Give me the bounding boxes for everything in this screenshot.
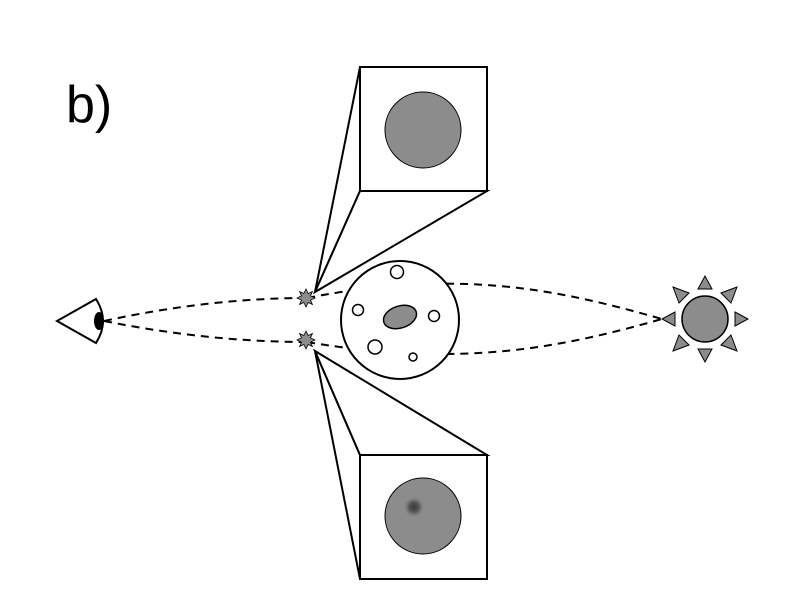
star-burst-icon <box>296 330 316 350</box>
upper-view-box <box>359 66 488 192</box>
inclusion <box>389 264 405 280</box>
inclusion <box>367 339 383 355</box>
upper-ray-to-eye <box>103 297 308 322</box>
lower-view-disk <box>384 477 462 555</box>
upper-view-disk <box>384 91 462 169</box>
inclusion <box>351 303 365 317</box>
particle-sphere <box>340 260 460 380</box>
sun-icon <box>660 274 750 364</box>
eye-icon <box>54 297 104 345</box>
lower-ray-to-eye <box>103 320 308 343</box>
upper-projection <box>312 66 491 295</box>
sphere-core <box>382 304 418 330</box>
lower-view-dark-spot <box>403 496 425 518</box>
lower-view-box <box>359 454 488 580</box>
star-burst-icon <box>296 288 316 308</box>
inclusion <box>427 309 441 323</box>
inclusion <box>408 352 418 362</box>
panel-label: b) <box>66 76 112 134</box>
